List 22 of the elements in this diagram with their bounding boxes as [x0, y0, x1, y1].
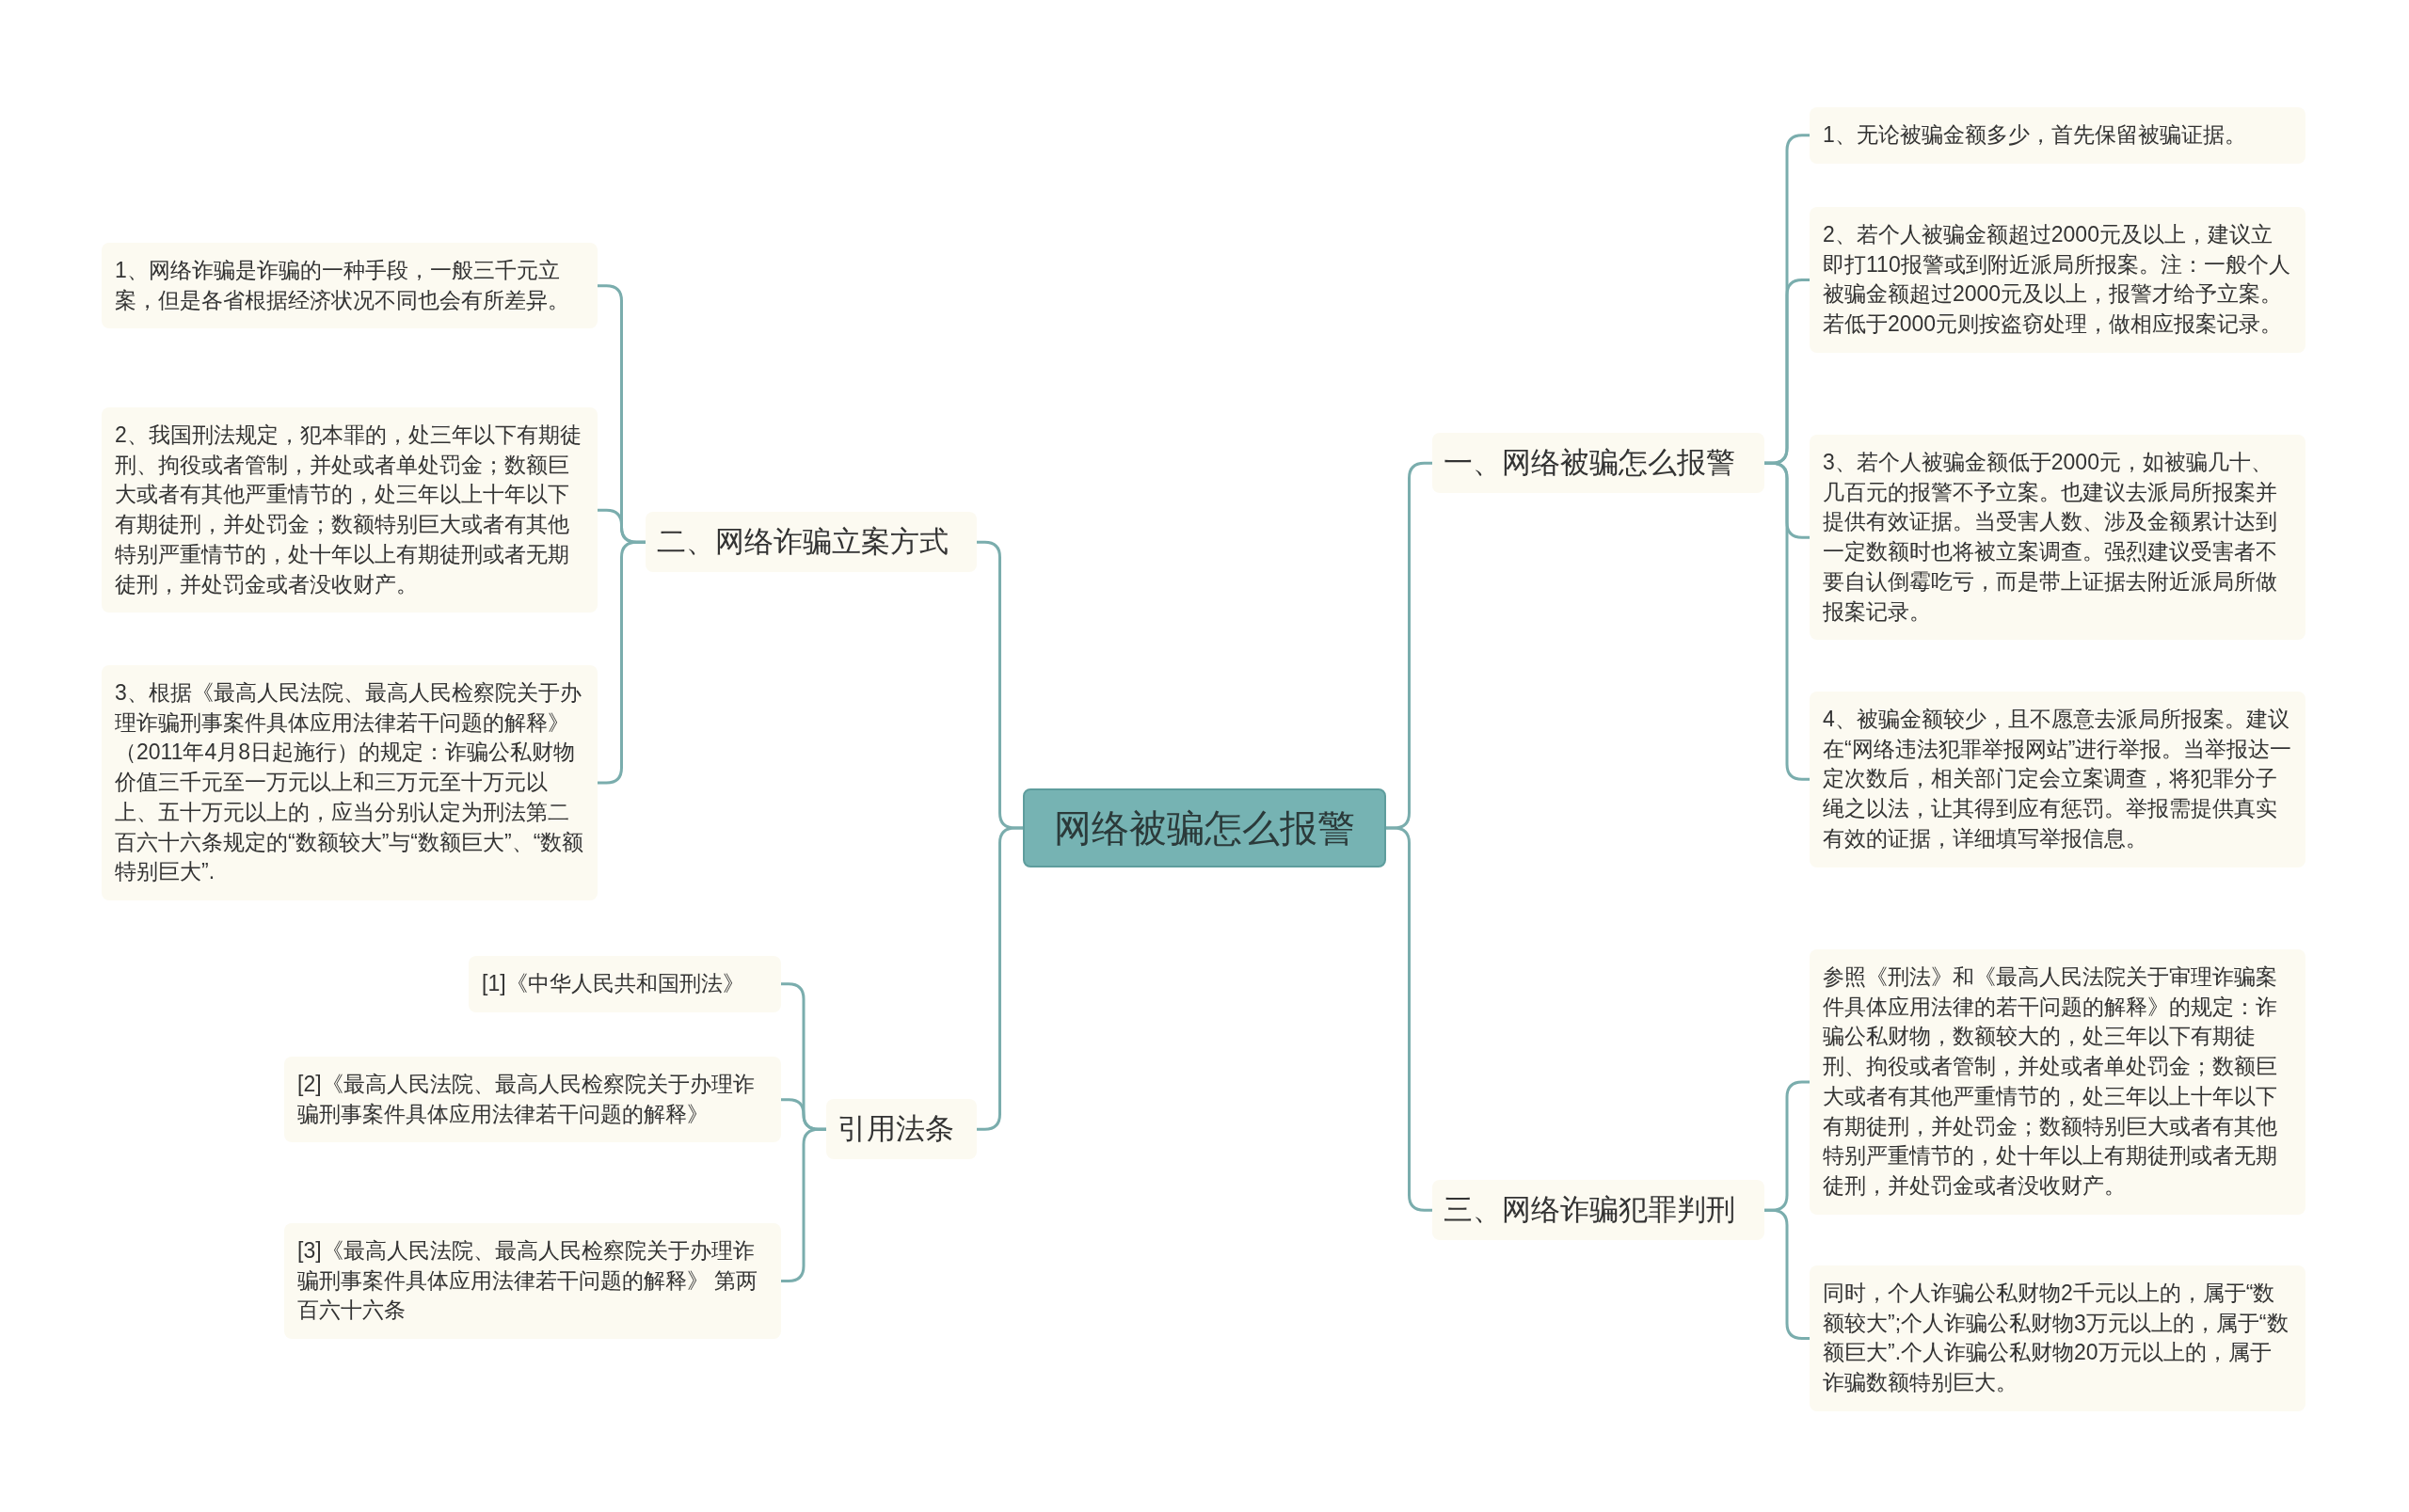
note-box: 2、若个人被骗金额超过2000元及以上，建议立即打110报警或到附近派局所报案。注：一般个人被骗金额超过2000元及以上，报警才给予立案。若低于2000元则按盗窃处理，做相应报案记录。 [1810, 207, 2305, 353]
note-box: 同时，个人诈骗公私财物2千元以上的，属于“数额较大”;个人诈骗公私财物3万元以上的，属于“数额巨大”.个人诈骗公私财物20万元以上的，属于诈骗数额特别巨大。 [1810, 1265, 2305, 1411]
note-box: 1、网络诈骗是诈骗的一种手段，一般三千元立案，但是各省根据经济状况不同也会有所差异。 [102, 243, 598, 329]
note-box: 4、被骗金额较少，且不愿意去派局所报案。建议在“网络违法犯罪举报网站”进行举报。当举报达一定次数后，相关部门定会立案调查，将犯罪分子绳之以法，让其得到应有惩罚。举报需提供真实有效的证据，详细填写举报信息。 [1810, 692, 2305, 867]
note-box: [2]《最高人民法院、最高人民检察院关于办理诈骗刑事案件具体应用法律若干问题的解释》 [284, 1057, 781, 1143]
note-box: 参照《刑法》和《最高人民法院关于审理诈骗案件具体应用法律的若干问题的解释》的规定：诈骗公私财物，数额较大的，处三年以下有期徒刑、拘役或者管制，并处或者单处罚金；数额巨大或者有其他严重情节的，处三年以上十年以下有期徒刑，并处罚金；数额特别巨大或者有其他特别严重情节的，处十年以上有期徒刑或者无期徒刑，并处罚金或者没收财产。 [1810, 949, 2305, 1215]
central-topic-box: 网络被骗怎么报警 [1023, 788, 1386, 867]
topic-box: 一、网络被骗怎么报警 [1432, 433, 1764, 494]
note-box: [3]《最高人民法院、最高人民检察院关于办理诈骗刑事案件具体应用法律若干问题的解释》 第两百六十六条 [284, 1223, 781, 1340]
note-box: 3、根据《最高人民法院、最高人民检察院关于办理诈骗刑事案件具体应用法律若干问题的解释》（2011年4月8日起施行）的规定：诈骗公私财物价值三千元至一万元以上和三万元至十万元以上、五十万元以上的，应当分别认定为刑法第二百六十六条规定的“数额较大”与“数额巨大”、“数额特别巨大”. [102, 665, 598, 901]
topic-box: 二、网络诈骗立案方式 [646, 512, 977, 573]
connector-line [1764, 1208, 1810, 1340]
note-box: [1]《中华人民共和国刑法》 [469, 956, 781, 1012]
connector-line [977, 826, 1023, 1131]
topic-box: 引用法条 [826, 1099, 977, 1160]
topic-box: 三、网络诈骗犯罪判刑 [1432, 1180, 1764, 1241]
note-box: 3、若个人被骗金额低于2000元，如被骗几十、几百元的报警不予立案。也建议去派局所报案并提供有效证据。当受害人数、涉及金额累计达到一定数额时也将被立案调查。强烈建议受害者不要自认倒霉吃亏，而是带上证据去附近派局所做报案记录。 [1810, 435, 2305, 641]
connector-line [1764, 461, 1810, 781]
note-box: 2、我国刑法规定，犯本罪的，处三年以下有期徒刑、拘役或者管制，并处或者单处罚金；数额巨大或者有其他严重情节的，处三年以上十年以下有期徒刑，并处罚金；数额特别巨大或者有其他特别严重情节的，处十年以上有期徒刑或者无期徒刑，并处罚金或者没收财产。 [102, 407, 598, 613]
connector-line [781, 1127, 826, 1283]
note-box: 1、无论被骗金额多少，首先保留被骗证据。 [1810, 107, 2305, 164]
connector-line [1386, 826, 1432, 1212]
